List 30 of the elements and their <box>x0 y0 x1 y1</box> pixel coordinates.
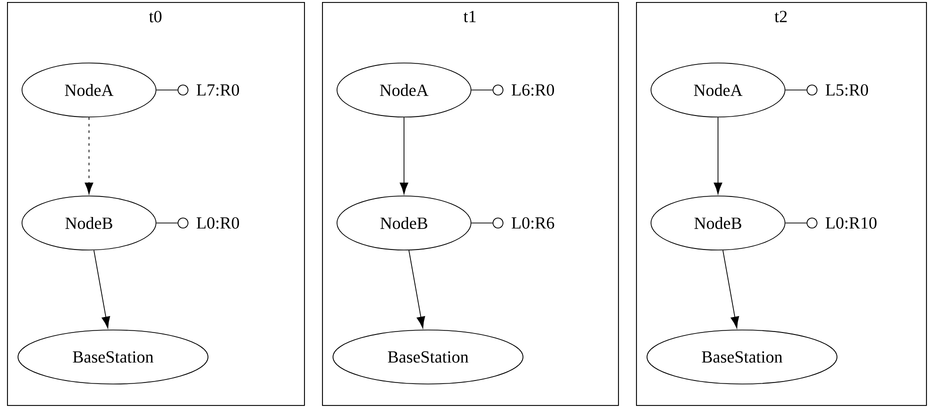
port-label: L0:R6 <box>512 217 554 229</box>
port-circle <box>492 84 504 96</box>
ellipse-node: BaseStation <box>646 330 838 384</box>
port-circle <box>178 84 188 96</box>
port-label: L7:R0 <box>196 84 240 96</box>
ellipse-node: BaseStation <box>18 330 208 384</box>
connector-line <box>785 222 807 224</box>
ellipse-node: BaseStation <box>332 330 524 384</box>
ellipse-node: NodeA <box>22 62 156 118</box>
connector-line <box>471 222 493 224</box>
port-label: L6:R0 <box>512 84 554 96</box>
port-circle <box>806 84 818 96</box>
arrow <box>408 250 426 328</box>
port-circle <box>806 218 818 228</box>
arrow <box>84 117 94 194</box>
ellipse-node: NodeB <box>650 196 786 250</box>
port-circle <box>178 218 188 228</box>
connector-line <box>156 222 178 224</box>
arrow <box>722 250 740 328</box>
port-circle <box>492 218 504 228</box>
ellipse-node: NodeA <box>336 62 472 118</box>
arrow <box>714 117 722 194</box>
ellipse-node: NodeB <box>336 196 472 250</box>
ellipse-node: NodeB <box>22 196 156 250</box>
port-label: L0:R10 <box>826 217 877 229</box>
arrow <box>94 250 110 328</box>
port-label: L5:R0 <box>826 84 868 96</box>
port-label: L0:R0 <box>196 217 240 229</box>
arrow <box>400 117 408 194</box>
ellipse-node: NodeA <box>650 62 786 118</box>
